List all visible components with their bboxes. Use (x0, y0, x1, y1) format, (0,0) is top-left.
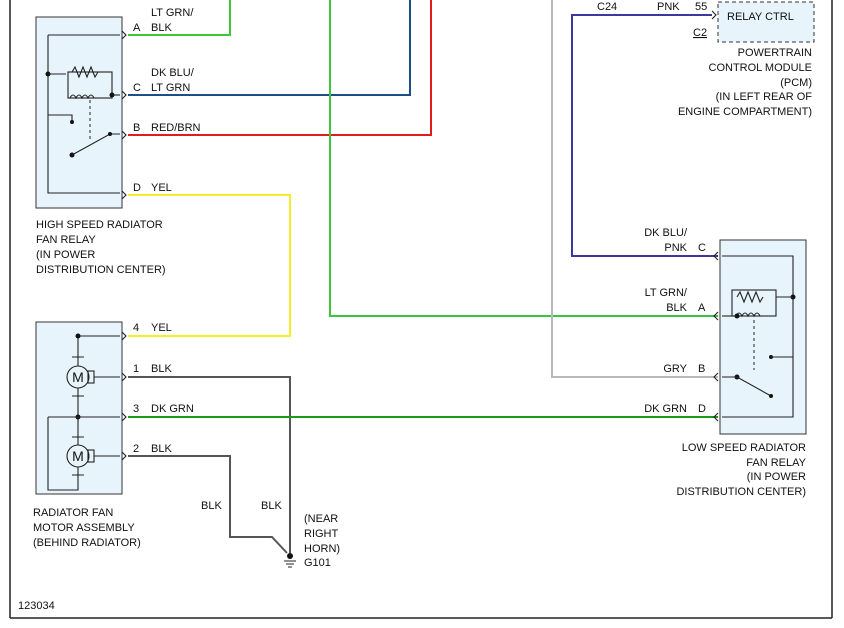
ground-location-2: RIGHT (304, 528, 339, 540)
wire-label-b: RED/BRN (151, 122, 201, 134)
low-wire-b: GRY (663, 363, 687, 375)
radiator-fan-motor-assembly: M M 4 1 3 2 YEL BLK DK GRN BLK RADIATOR … (33, 321, 194, 549)
motor-label-3: (BEHIND RADIATOR) (33, 537, 141, 549)
low-wire-d: DK GRN (644, 403, 687, 415)
wire-blk-1 (128, 376, 291, 553)
wire-label-a-2: BLK (151, 22, 172, 34)
high-speed-relay: A C B D LT GRN/ BLK DK BLU/ LT GRN RED/B… (35, 7, 201, 276)
low-wire-a-2: BLK (666, 302, 687, 314)
wire-label-a-1: LT GRN/ (151, 7, 194, 19)
ground-location-1: (NEAR (304, 513, 338, 525)
high-relay-label-2: FAN RELAY (36, 234, 96, 246)
motor-1-symbol: M (72, 369, 84, 385)
high-relay-pin-b: B (133, 122, 140, 134)
pcm-wire: PNK (657, 1, 680, 13)
low-wire-a-1: LT GRN/ (645, 287, 688, 299)
wire-lt-grn-blk-low (329, 0, 718, 317)
motor-label-1: RADIATOR FAN (33, 507, 113, 519)
wire-label-d: YEL (151, 182, 172, 194)
low-speed-relay: C A B D DK BLU/ PNK LT GRN/ BLK GRY DK G… (644, 227, 806, 498)
high-relay-pin-a: A (133, 22, 141, 34)
motor-pin-1: 1 (133, 363, 139, 375)
motor-wire-3: DK GRN (151, 403, 194, 415)
high-relay-pin-c: C (133, 82, 141, 94)
low-relay-label-4: DISTRIBUTION CENTER) (676, 486, 806, 498)
high-relay-label-3: (IN POWER (36, 249, 95, 261)
wire-dk-blu-lt-grn (128, 0, 411, 96)
pcm-label-4: (IN LEFT REAR OF (716, 91, 813, 103)
high-relay-label-4: DISTRIBUTION CENTER) (36, 264, 166, 276)
ground-location-3: HORN) (304, 543, 340, 555)
pcm-connector: C2 (693, 27, 707, 39)
low-relay-pin-d: D (698, 403, 706, 415)
pcm-label-2: CONTROL MODULE (709, 62, 813, 74)
wire-label-c-2: LT GRN (151, 82, 190, 94)
wire-blk-2 (128, 455, 288, 554)
motor-pin-3: 3 (133, 403, 139, 415)
motor-pin-4: 4 (133, 322, 139, 334)
low-wire-c-1: DK BLU/ (644, 227, 688, 239)
motor-wire-2: BLK (151, 443, 172, 455)
ground-g101: BLK BLK (NEAR RIGHT HORN) G101 (201, 500, 340, 569)
motor-wire-1: BLK (151, 363, 172, 375)
low-wire-c-2: PNK (664, 242, 687, 254)
page-frame (9, 0, 833, 619)
wire-label-c-1: DK BLU/ (151, 67, 195, 79)
wire-lt-grn-blk-top (128, 0, 231, 36)
ground-id: G101 (304, 557, 331, 569)
low-relay-pin-a: A (698, 302, 706, 314)
pcm-label-3: (PCM) (780, 77, 812, 89)
low-relay-pin-c: C (698, 242, 706, 254)
pcm: C24 PNK 55 RELAY CTRL C2 POWERTRAIN CONT… (597, 1, 815, 118)
motor-wire-4: YEL (151, 322, 172, 334)
high-relay-pin-d: D (133, 182, 141, 194)
motor-pin-2: 2 (133, 443, 139, 455)
high-relay-label-1: HIGH SPEED RADIATOR (36, 219, 163, 231)
wire-gry (551, 0, 718, 378)
motor-2-symbol: M (72, 448, 84, 464)
pcm-connector-left: C24 (597, 1, 617, 13)
ground-wire-right: BLK (261, 500, 282, 512)
low-relay-pin-b: B (698, 363, 705, 375)
pcm-box-label: RELAY CTRL (727, 11, 794, 23)
motor-label-2: MOTOR ASSEMBLY (33, 522, 135, 534)
pcm-label-5: ENGINE COMPARTMENT) (678, 106, 812, 118)
low-relay-label-3: (IN POWER (747, 471, 806, 483)
wires (128, 0, 718, 554)
ground-icon (287, 553, 293, 559)
pcm-label-1: POWERTRAIN (738, 47, 812, 59)
low-relay-label-2: FAN RELAY (746, 457, 806, 469)
wire-dk-blu-pnk (571, 14, 718, 257)
ground-wire-left: BLK (201, 500, 222, 512)
wire-red-brn (128, 0, 432, 136)
low-relay-label-1: LOW SPEED RADIATOR (682, 442, 806, 454)
diagram-id: 123034 (18, 600, 55, 612)
wire-yel (128, 194, 291, 337)
pcm-pin: 55 (695, 1, 707, 13)
